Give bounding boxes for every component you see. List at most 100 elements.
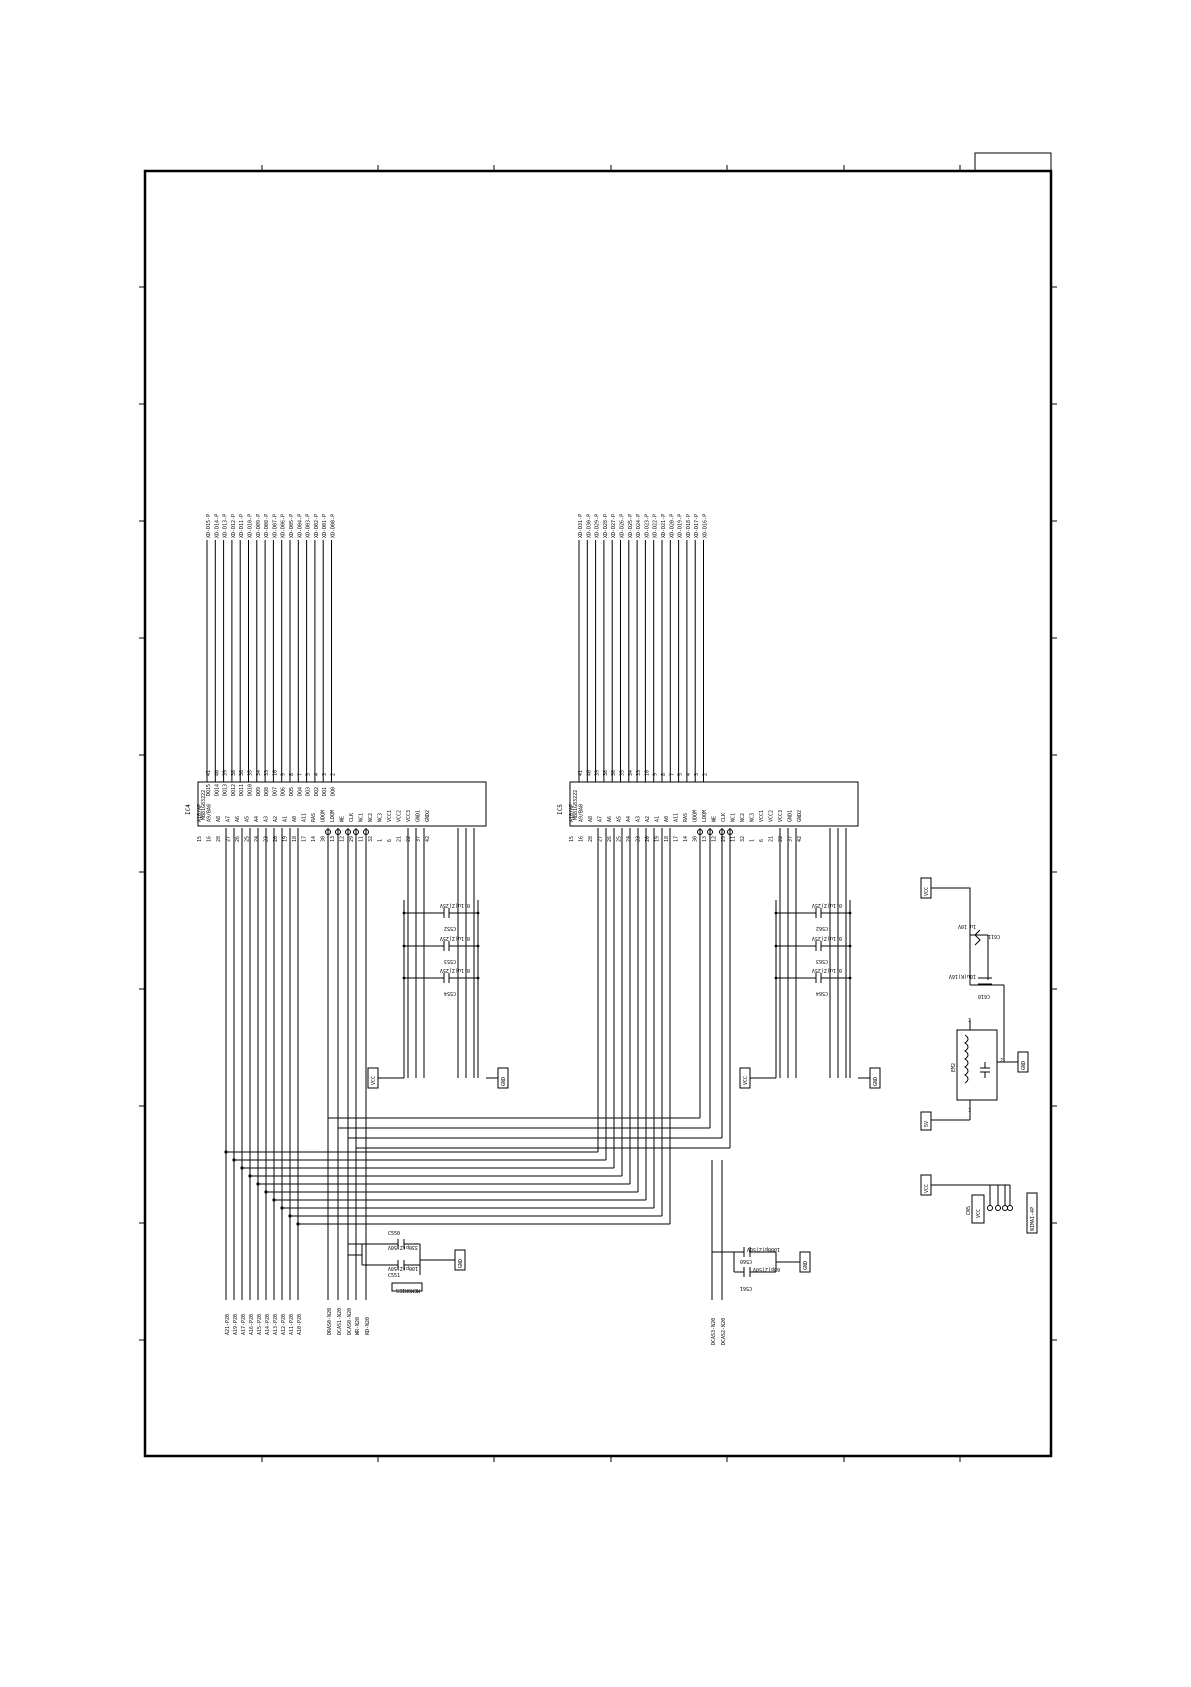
em2-body [956, 1029, 998, 1101]
ic4-net-label-3: XD-D12-P [231, 514, 237, 538]
ic5-bottom-pin-name-20: VCC1 [759, 810, 765, 822]
ic5-net-label-10: XD-D21-P [661, 514, 667, 538]
ic5-bottom-pin-13: 30 [693, 836, 699, 842]
ic4-bottom-pin-name-17: NC1 [359, 813, 365, 822]
ic4-top-pin-name-10: DQ5 [289, 787, 295, 796]
ic5-bottom-pin-24: 42 [797, 836, 803, 842]
ic5-cap-value-1: 0.1u(Z)25V [812, 935, 842, 941]
bus-junction-7 [280, 1206, 284, 1210]
ic4-memory-chip: IC4 MB81G83222 XD-D15-P41DQ15XD-D14-P40D… [185, 514, 487, 842]
ic5-net-label-5: XD-D26-P [620, 514, 626, 538]
ic5-net-label-3: XD-D28-P [603, 514, 609, 538]
ic4-top-pin-9: 9 [281, 773, 287, 776]
ic4-bottom-pin-name-23: GND1 [416, 810, 422, 822]
ic4-top-pin-11: 7 [297, 773, 303, 776]
ic4-bottom-pin-3: 27 [226, 836, 232, 842]
ic4-bottom-pin-1: 16 [207, 836, 213, 842]
ctrl-right-pin-circle-3 [727, 829, 733, 835]
ic4-net-label-12: XD-D03-P [306, 514, 312, 538]
ic5-data-lines: XD-D31-P41XD-D30-P40XD-D29-P39XD-D28-P38… [578, 514, 709, 782]
ic4-bottom-pin-name-3: A7 [226, 816, 232, 822]
pwr-5v-label: 5V [924, 1121, 930, 1127]
ic5-bottom-pin-8: 20 [645, 836, 651, 842]
ic5-top-pin-15: 2 [703, 773, 709, 776]
ic4-bottom-pin-8: 20 [273, 836, 279, 842]
c561-ref: C561 [740, 1285, 752, 1291]
ic5-bottom-pin-name-18: NC2 [740, 813, 746, 822]
bus-left-label-2: A17-P20 [241, 1314, 247, 1335]
ic4-top-pin-6: 34 [256, 770, 262, 776]
ic4-top-pin-0: 41 [206, 770, 212, 776]
ic4-bottom-pin-name-19: NC3 [378, 813, 384, 822]
frame-ticks [139, 165, 1057, 1462]
bus-right-label-1: DCAS2-N20 [721, 1318, 727, 1345]
ic4-bottom-pin-15: 12 [340, 836, 346, 842]
bus-junction-9 [296, 1222, 300, 1226]
em2-ref: EM2 [951, 1063, 957, 1072]
ic5-net-label-2: XD-D29-P [595, 514, 601, 538]
ic5-bottom-pin-4: 26 [607, 836, 613, 842]
frame-border [143, 169, 1053, 1458]
c551-ref: C551 [388, 1273, 400, 1279]
mid-caps-gnd: GND [458, 1259, 464, 1268]
ic5-cap-ref-1: C563 [816, 958, 828, 964]
ic5-bottom-pin-2: 28 [588, 836, 594, 842]
ic4-top-pin-name-12: DQ3 [306, 787, 312, 796]
bus-left-label-4: A15-P20 [257, 1314, 263, 1335]
ic5-power-labels: VCC GND [739, 1067, 881, 1089]
ic4-ref: IC4 [185, 804, 192, 815]
c550-ref: C550 [388, 1231, 400, 1237]
ic5-bottom-pin-15: 12 [712, 836, 718, 842]
ctrl-right-pin-circle-0 [697, 829, 703, 835]
ic5-top-pin-2: 39 [595, 770, 601, 776]
ic5-bottom-pin-name-21: VCC2 [769, 810, 775, 822]
ic4-bottom-pin-9: 19 [283, 836, 289, 842]
bus-left-label-1: A19-P20 [233, 1314, 239, 1335]
ic5-bottom-pin-name-15: WE [712, 816, 718, 822]
ic4-cap-value-0: 0.1u(Z)25V [440, 902, 470, 908]
c610-ref: C610 [978, 993, 990, 999]
ic4-bottom-pin-19: 1 [378, 839, 384, 842]
bus-left-label-13: WR-N20 [355, 1317, 361, 1335]
ic4-bottom-pin-name-5: A5 [245, 816, 251, 822]
bus-left-label-8: A11-P20 [289, 1314, 295, 1335]
ic4-net-label-13: XD-D02-P [314, 514, 320, 538]
ic4-net-label-11: XD-D04-P [297, 514, 303, 538]
ic5-net-label-15: XD-D16-P [703, 514, 709, 538]
ic4-net-label-0: XD-D15-P [206, 514, 212, 538]
ic4-net-label-14: XD-D01-P [322, 514, 328, 538]
ic4-bottom-pin-21: 21 [397, 836, 403, 842]
ic4-bottom-pin-name-4: A6 [235, 816, 241, 822]
ic4-bottom-pin-name-13: UDQM [321, 810, 327, 822]
ic4-bottom-pin-10: 18 [292, 836, 298, 842]
ic4-bottom-pin-name-1: A9/BA0 [207, 804, 213, 822]
ic4-bottom-pin-name-11: A11 [302, 813, 308, 822]
ic4-top-pin-name-0: DQ15 [206, 784, 212, 796]
ic5-bottom-pin-name-16: CLK [721, 813, 727, 822]
ic5-top-pin-5: 35 [620, 770, 626, 776]
ic5-bottom-pin-name-12: RAS [683, 813, 689, 822]
ic5-net-label-14: XD-D17-P [694, 514, 700, 538]
ic4-data-lines: XD-D15-P41DQ15XD-D14-P40DQ14XD-D13-P39DQ… [206, 514, 337, 796]
ic4-net-label-8: XD-D07-P [272, 514, 278, 538]
ic5-bottom-pin-name-7: A3 [636, 816, 642, 822]
ic4-bottom-pin-13: 30 [321, 836, 327, 842]
ic4-net-label-15: XD-D00-P [331, 514, 337, 538]
ic4-top-pin-name-15: DQ0 [331, 787, 337, 796]
ic5-bottom-pin-name-3: A7 [598, 816, 604, 822]
ic5-bottom-pin-18: 32 [740, 836, 746, 842]
ic5-top-pin-7: 33 [636, 770, 642, 776]
ic4-top-pin-name-11: DQ4 [297, 787, 303, 796]
c611-ref: C611 [988, 933, 1000, 939]
ic4-cap-ref-2: C554 [444, 990, 456, 996]
cn5-ref: CN5 [966, 1206, 972, 1215]
ic5-bottom-pin-23: 37 [788, 836, 794, 842]
ic5-top-pin-13: 4 [686, 773, 692, 776]
ic5-cap-value-0: 0.1u(Z)25V [812, 902, 842, 908]
ic5-bottom-pin-name-2: A8 [588, 816, 594, 822]
ic4-top-pin-10: 8 [289, 773, 295, 776]
ic5-net-label-6: XD-D25-P [628, 514, 634, 538]
ic4-net-label-10: XD-D05-P [289, 514, 295, 538]
ic5-net-label-1: XD-D30-P [586, 514, 592, 538]
